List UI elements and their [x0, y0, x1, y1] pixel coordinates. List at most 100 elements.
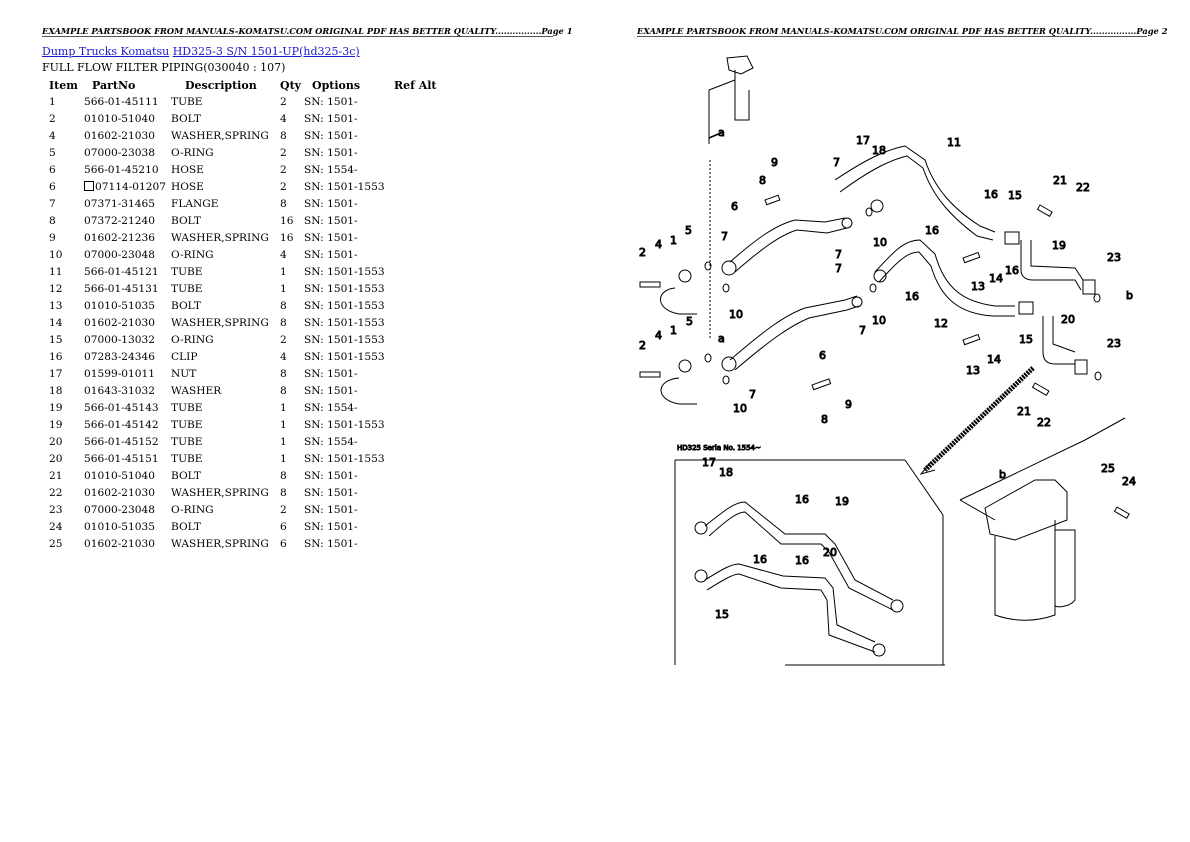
inset-frame	[674, 459, 945, 666]
cell-qty: 2	[280, 161, 304, 178]
cell-qty-text: 6	[280, 520, 287, 533]
cell-description-text: TUBE	[171, 418, 203, 431]
cell-item-text: 14	[49, 316, 63, 329]
link-dump-trucks-komatsu[interactable]: Dump Trucks Komatsu	[42, 45, 170, 58]
cell-partno: 07114-01207	[84, 178, 171, 195]
cell-qty: 8	[280, 365, 304, 382]
flanges	[678, 199, 1096, 375]
svg-text:14: 14	[989, 272, 1003, 285]
cell-description-text: WASHER,SPRING	[171, 486, 269, 499]
cell-qty: 4	[280, 110, 304, 127]
cell-item-text: 6	[49, 180, 56, 193]
cell-partno: 566-01-45131	[84, 280, 171, 297]
svg-text:4: 4	[655, 329, 662, 342]
cell-options-text: SN: 1501-1553	[304, 350, 385, 363]
cell-item: 14	[44, 314, 84, 331]
svg-text:7: 7	[833, 156, 840, 169]
cell-item: 6	[44, 178, 84, 195]
cell-qty-text: 8	[280, 129, 287, 142]
svg-text:7: 7	[835, 248, 842, 261]
cell-partno: 07283-24346	[84, 348, 171, 365]
exploded-parts-diagram: a	[635, 40, 1155, 670]
cell-options-text: SN: 1501-1553	[304, 180, 385, 193]
cell-partno: 07371-31465	[84, 195, 171, 212]
svg-text:11: 11	[947, 136, 961, 149]
cell-partno-text: 01010-51035	[84, 520, 155, 533]
cell-qty: 8	[280, 382, 304, 399]
svg-text:16: 16	[905, 290, 919, 303]
cell-ref-alt	[394, 246, 454, 263]
cell-item: 21	[44, 467, 84, 484]
cell-description: WASHER	[171, 382, 280, 399]
cell-description-text: WASHER,SPRING	[171, 129, 269, 142]
cell-qty-text: 1	[280, 452, 287, 465]
cell-ref-alt	[394, 195, 454, 212]
cell-options: SN: 1501-	[304, 246, 394, 263]
cell-options-text: SN: 1501-1553	[304, 333, 385, 346]
cell-item-text: 19	[49, 401, 63, 414]
cell-item-text: 20	[49, 452, 63, 465]
cell-partno-text: 566-01-45142	[84, 418, 159, 431]
cell-item-text: 24	[49, 520, 63, 533]
cell-description-text: O-RING	[171, 333, 214, 346]
cell-options: SN: 1501-	[304, 93, 394, 110]
cell-options: SN: 1501-1553	[304, 178, 394, 195]
cell-description: BOLT	[171, 518, 280, 535]
breadcrumb: Dump Trucks Komatsu HD325-3 S/N 1501-UP(…	[42, 45, 360, 58]
cell-item: 11	[44, 263, 84, 280]
cell-item-text: 20	[49, 435, 63, 448]
svg-text:20: 20	[1061, 313, 1075, 326]
cell-qty-text: 8	[280, 197, 287, 210]
cell-ref-alt	[394, 484, 454, 501]
cell-description-text: WASHER,SPRING	[171, 231, 269, 244]
svg-text:5: 5	[685, 224, 692, 237]
cell-description-text: CLIP	[171, 350, 198, 363]
bolts	[639, 194, 1130, 520]
cell-partno-text: 01010-51035	[84, 299, 155, 312]
cell-qty: 1	[280, 416, 304, 433]
cell-qty: 8	[280, 484, 304, 501]
cell-ref-alt	[394, 263, 454, 280]
cell-options: SN: 1501-1553	[304, 331, 394, 348]
cell-ref-alt	[394, 93, 454, 110]
cell-options-text: SN: 1501-	[304, 486, 358, 499]
svg-text:22: 22	[1037, 416, 1051, 429]
cell-qty: 6	[280, 535, 304, 552]
cell-options-text: SN: 1501-	[304, 520, 358, 533]
cell-partno-text: 566-01-45143	[84, 401, 159, 414]
cell-item-text: 21	[49, 469, 63, 482]
svg-text:10: 10	[733, 402, 747, 415]
cell-partno: 01010-51035	[84, 297, 171, 314]
cell-options-text: SN: 1554-	[304, 401, 358, 414]
cell-options: SN: 1501-1553	[304, 348, 394, 365]
cell-description-text: TUBE	[171, 435, 203, 448]
cell-description-text: NUT	[171, 367, 197, 380]
cell-description-text: WASHER	[171, 384, 222, 397]
cell-qty: 1	[280, 399, 304, 416]
o-rings	[704, 207, 1102, 385]
cell-description-text: TUBE	[171, 452, 203, 465]
cell-options: SN: 1501-1553	[304, 280, 394, 297]
cell-qty: 2	[280, 93, 304, 110]
svg-text:16: 16	[925, 224, 939, 237]
cell-options: SN: 1501-	[304, 484, 394, 501]
cell-description: HOSE	[171, 178, 280, 195]
cell-item-text: 1	[49, 95, 56, 108]
cell-description-text: FLANGE	[171, 197, 219, 210]
link-model[interactable]: HD325-3 S/N 1501-UP(hd325-3c)	[172, 45, 360, 58]
svg-text:25: 25	[1101, 462, 1115, 475]
cell-options-text: SN: 1501-	[304, 503, 358, 516]
cell-qty-text: 8	[280, 469, 287, 482]
cell-qty: 2	[280, 178, 304, 195]
cell-options-text: SN: 1501-	[304, 129, 358, 142]
cell-description-text: TUBE	[171, 282, 203, 295]
cell-options-text: SN: 1501-	[304, 112, 358, 125]
cell-ref-alt	[394, 144, 454, 161]
cell-options-text: SN: 1501-1553	[304, 452, 385, 465]
svg-text:17: 17	[856, 134, 870, 147]
